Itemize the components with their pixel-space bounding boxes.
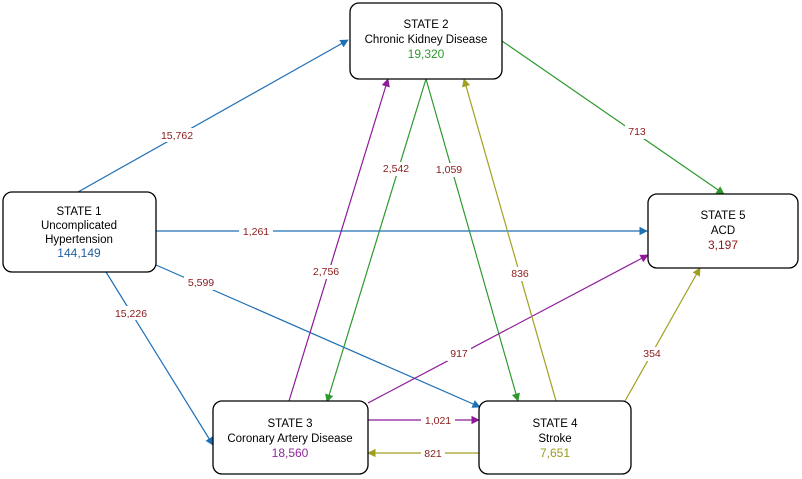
node-state-4: STATE 4 Stroke 7,651 [478,400,632,475]
edge-label-s1-s4: 5,599 [188,277,214,289]
node-title: STATE 2 [404,19,449,31]
edge-label-s3-s2: 2,756 [313,266,339,278]
edge-s1-s2 [77,39,349,193]
edge-label-s1-s2: 15,762 [161,130,193,142]
edge-s3-s5 [367,254,649,404]
node-state-5: STATE 5 ACD 3,197 [647,193,799,269]
node-label-line1: Coronary Artery Disease [227,433,352,445]
edge-s3-s2 [288,78,390,402]
edge-label-s2-s5: 713 [628,126,646,138]
edge-label-s1-s5: 1,261 [243,226,269,238]
edge-label-s2-s4: 1,059 [436,164,462,176]
edge-s4-s2 [462,78,557,402]
edge-label-s2-s3: 2,542 [383,163,409,175]
node-state-1: STATE 1 Uncomplicated Hypertension 144,1… [2,191,157,273]
edge-s4-s5 [624,267,701,402]
edge-s2-s5 [501,40,725,195]
edge-s2-s4 [425,78,520,402]
node-count: 18,560 [272,446,309,460]
node-state-3: STATE 3 Coronary Artery Disease 18,560 [212,400,369,475]
edge-label-s4-s3: 821 [424,448,442,460]
edge-label-s4-s2: 836 [511,268,529,280]
node-label-line1: Uncomplicated [41,220,117,232]
edge-s2-s3 [325,78,427,403]
edge-labels-layer: 15,762 1,261 5,599 15,226 713 2,542 1,05… [111,125,664,461]
node-count: 144,149 [57,246,101,260]
node-label-line1: Chronic Kidney Disease [365,34,488,46]
node-state-2: STATE 2 Chronic Kidney Disease 19,320 [349,2,503,80]
node-label-line2: Hypertension [45,234,113,246]
edge-label-s3-s5: 917 [450,348,468,360]
edge-label-s3-s4: 1,021 [425,415,451,427]
node-label-line1: Stroke [538,433,571,445]
node-count: 19,320 [408,47,445,61]
node-count: 3,197 [708,238,738,252]
node-label-line1: ACD [711,225,735,237]
node-title: STATE 1 [57,206,102,218]
node-title: STATE 5 [701,210,746,222]
edge-label-s4-s5: 354 [643,348,661,360]
edges-layer [77,39,725,458]
edge-label-s1-s3: 15,226 [115,308,147,320]
edge-s1-s3 [105,271,214,446]
node-count: 7,651 [540,446,570,460]
node-title: STATE 3 [268,418,313,430]
node-title: STATE 4 [533,418,579,430]
